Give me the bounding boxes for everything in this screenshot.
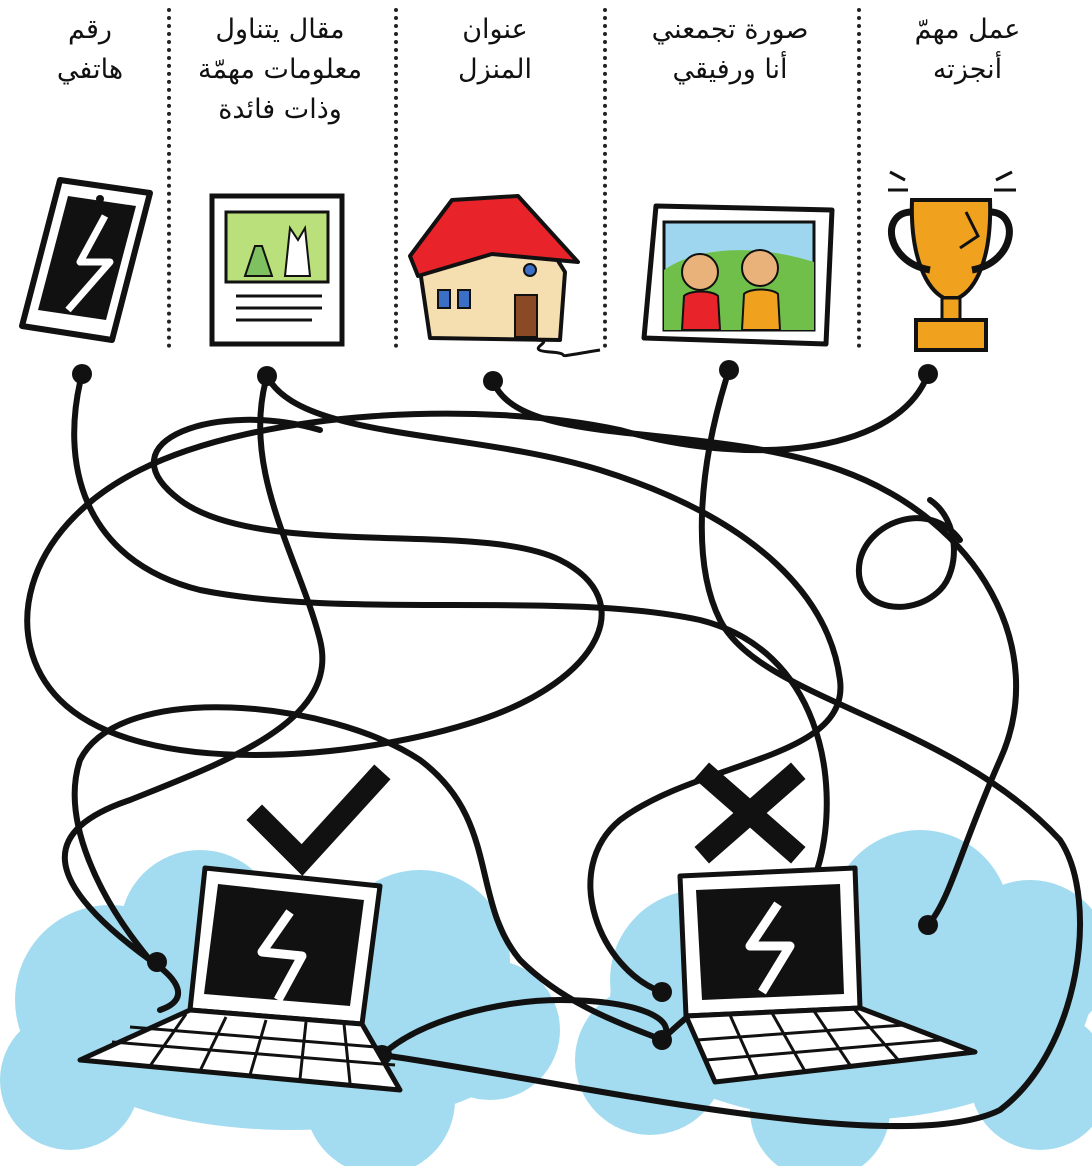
trophy-icon <box>888 170 1016 352</box>
laptop-icon <box>77 865 403 1093</box>
checkmark-icon <box>246 764 391 876</box>
column-divider <box>394 8 398 348</box>
phone-icon <box>19 177 153 343</box>
column-divider <box>603 8 607 348</box>
cable-plugs <box>72 360 938 1065</box>
photo-icon <box>641 203 835 347</box>
label-trophy: عمل مهمّأنجزته <box>914 14 1021 85</box>
column-divider <box>857 8 861 348</box>
column-divider <box>167 8 171 348</box>
laptop-icon <box>677 865 978 1085</box>
cross-icon <box>694 762 806 864</box>
article-icon <box>209 193 345 347</box>
house-icon <box>408 194 601 358</box>
